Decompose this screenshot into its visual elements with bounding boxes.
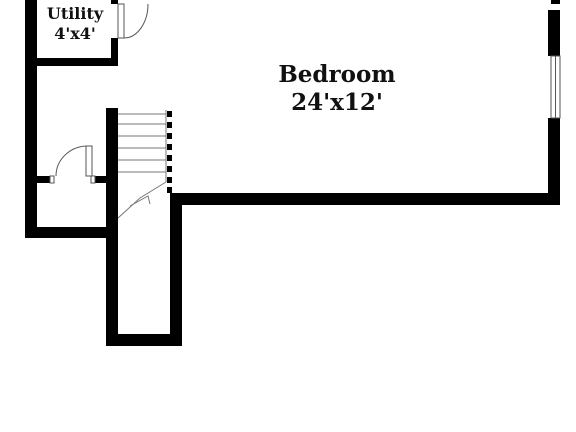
closet-divider-right: [92, 176, 112, 183]
bedroom-bottom-wall: [170, 193, 560, 205]
utility-room-size: 4'x4': [54, 24, 96, 43]
utility-bottom-wall: [37, 58, 117, 66]
staircase: [117, 110, 167, 219]
utility-right-wall: [111, 38, 118, 66]
bedroom-right-wall-lower: [548, 118, 560, 205]
corridor-right-wall: [170, 193, 182, 346]
closet-door: [49, 145, 96, 184]
utility-top-jamb: [111, 0, 118, 4]
bedroom-right-wall-top: [551, 0, 560, 4]
bedroom-room-name: Bedroom: [278, 61, 395, 88]
stair-left-wall: [106, 108, 118, 346]
corridor-bottom-wall: [106, 334, 182, 346]
bedroom-room-size: 24'x12': [291, 89, 383, 116]
utility-door: [117, 3, 149, 39]
walls: [25, 0, 560, 346]
stair-railing: [167, 111, 172, 193]
window: [550, 55, 561, 119]
bedroom-right-wall-upper: [548, 10, 560, 56]
bottom-left-wall: [25, 227, 113, 238]
utility-room-name: Utility: [47, 4, 104, 23]
closet-divider-left: [37, 176, 53, 183]
left-outer-wall: [25, 0, 37, 238]
